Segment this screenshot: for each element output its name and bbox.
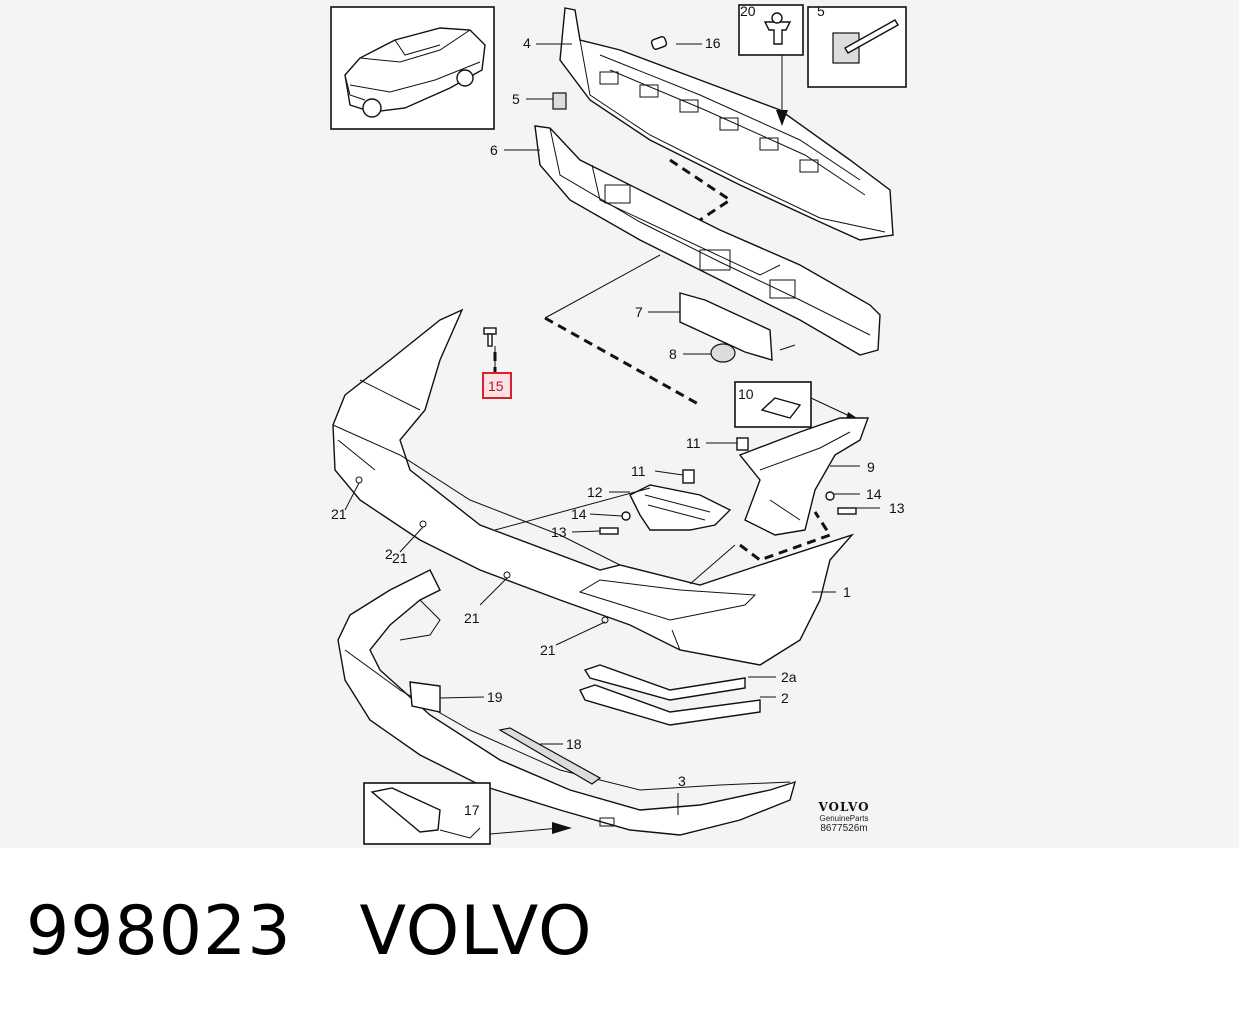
callout-21-d: 21 <box>540 642 556 658</box>
callout-14-right: 14 <box>866 486 882 502</box>
callout-17: 17 <box>464 802 480 818</box>
callout-20: 20 <box>740 3 756 19</box>
make: VOLVO <box>359 892 593 971</box>
part-7-plate <box>679 292 773 361</box>
callout-labels: 1 2 2a 3 4 5 5 6 7 8 9 10 11 11 12 13 13… <box>331 3 905 818</box>
callout-13-right: 13 <box>889 500 905 516</box>
part-5-nut <box>552 92 567 110</box>
callout-18: 18 <box>566 736 582 752</box>
callout-8: 8 <box>669 346 677 362</box>
part-2-trim <box>579 664 761 726</box>
callout-15-highlight <box>482 372 512 399</box>
genuine-parts-text: GenuineParts <box>819 814 869 823</box>
part-number: 998023 <box>26 892 292 971</box>
screws-13-14 <box>599 491 857 535</box>
part-12-bracket <box>629 484 732 531</box>
part-16-clip <box>650 36 668 50</box>
callout-6: 6 <box>490 142 498 158</box>
callout-21-a: 21 <box>331 506 347 522</box>
footer-caption: 998023 VOLVO <box>26 892 593 971</box>
callout-21-b: 21 <box>392 550 408 566</box>
part-20-box <box>738 4 804 126</box>
callout-21-c: 21 <box>464 610 480 626</box>
volvo-logo: VOLVO <box>818 800 870 814</box>
part-15-screw <box>483 327 497 347</box>
footer <box>0 848 1239 1018</box>
callout-7: 7 <box>635 304 643 320</box>
parts-diagram: 1 2 2a 3 4 5 5 6 7 8 9 10 11 11 12 13 13… <box>0 0 1239 848</box>
callout-14-left: 14 <box>571 506 587 522</box>
callout-12: 12 <box>587 484 603 500</box>
volvo-brand-block: VOLVO GenuineParts 8677526m <box>808 800 880 834</box>
callout-5-right: 5 <box>817 3 825 19</box>
callout-5-left: 5 <box>512 91 520 107</box>
callout-11-right: 11 <box>686 435 701 451</box>
callout-2: 2 <box>781 690 789 706</box>
part-17-box <box>363 782 572 845</box>
part-6-absorber <box>534 125 881 356</box>
part-18-strip <box>498 727 602 785</box>
part-5-box <box>807 6 907 88</box>
callout-4: 4 <box>523 35 531 51</box>
part-3-spoiler <box>337 569 797 836</box>
diagram-code: 8677526m <box>820 823 868 834</box>
callout-2-fragment: 2 <box>385 546 393 562</box>
part-4-bumper-carrier <box>559 7 894 241</box>
leader-lines <box>344 43 880 815</box>
callout-13-left: 13 <box>551 524 567 540</box>
car-thumbnail <box>330 6 495 130</box>
part-19-bracket <box>409 681 441 713</box>
callout-1: 1 <box>843 584 851 600</box>
callout-2a: 2a <box>781 669 797 685</box>
callout-9: 9 <box>867 459 875 475</box>
part-8-cap <box>710 343 796 363</box>
callout-16: 16 <box>705 35 721 51</box>
callout-10: 10 <box>738 386 754 402</box>
part-11-clips <box>682 437 749 484</box>
callout-3: 3 <box>678 773 686 789</box>
connector-lines <box>494 254 736 585</box>
callout-15: 15 <box>488 378 504 394</box>
part-9-bracket <box>738 417 869 536</box>
callout-11-left: 11 <box>631 463 646 479</box>
callout-19: 19 <box>487 689 503 705</box>
